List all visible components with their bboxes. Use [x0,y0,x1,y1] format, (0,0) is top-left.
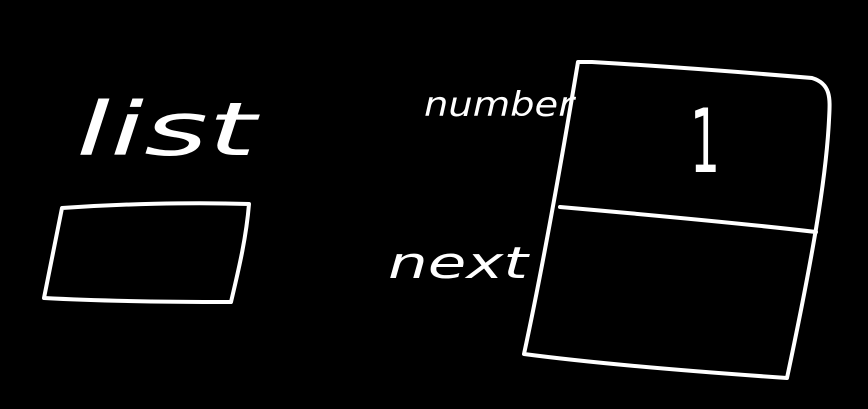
node-outer-box [522,60,832,380]
list-variable: list [42,87,261,304]
list-node: number 1 next [388,60,832,380]
list-pointer-box [42,201,251,304]
node-field-divider [558,205,818,234]
number-field-value: 1 [690,90,720,193]
list-label: list [76,87,261,173]
next-field-label: next [388,238,530,289]
number-field-label: number [424,85,576,125]
